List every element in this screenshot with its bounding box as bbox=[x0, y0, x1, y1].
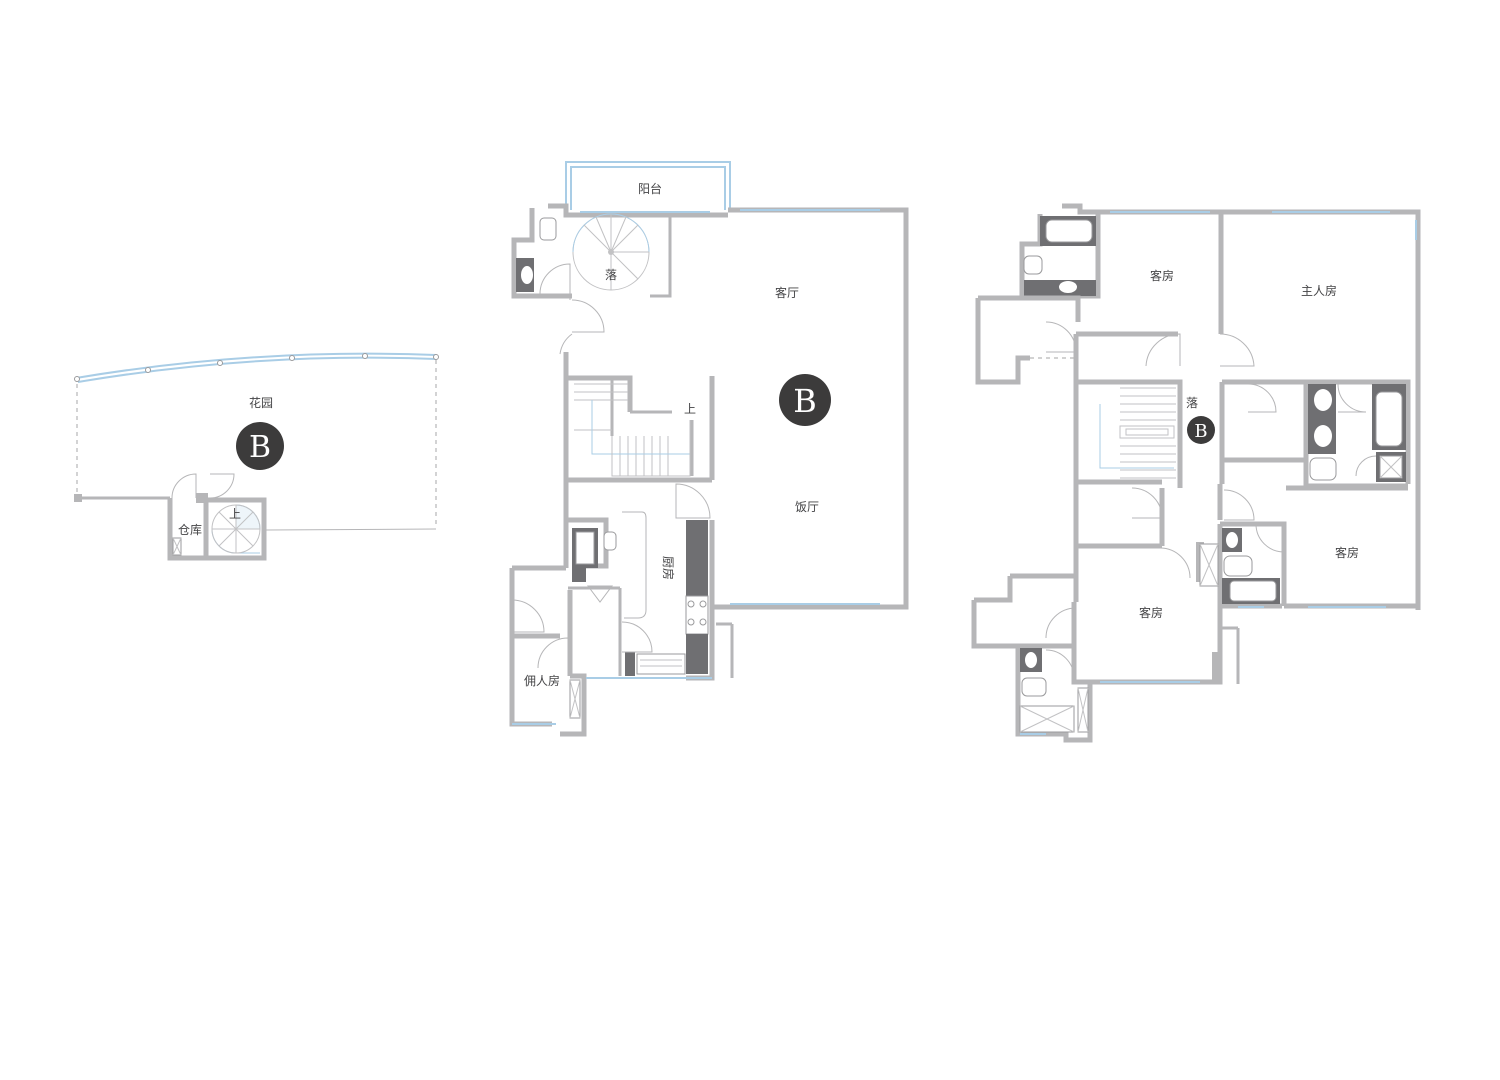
garden-spiral-stair bbox=[211, 504, 261, 554]
main-straight-stair bbox=[566, 375, 715, 483]
upper-down-label: 落 bbox=[1186, 396, 1198, 410]
toilet bbox=[539, 217, 557, 241]
dining-room-label: 饭厅 bbox=[795, 500, 819, 514]
main-wc-walls bbox=[511, 208, 572, 299]
garden-level-badge: B bbox=[236, 422, 284, 470]
upper-straight-stair bbox=[1073, 379, 1183, 602]
garden-railing bbox=[75, 352, 437, 379]
upper-level-badge: B bbox=[1187, 416, 1215, 444]
guest-room-bottom-label: 客房 bbox=[1139, 605, 1163, 620]
svg-text:B: B bbox=[793, 382, 817, 420]
upper-level-plan: 客房 主人房 落 客房 客房 B bbox=[971, 203, 1421, 743]
guest-room-top-label: 客房 bbox=[1150, 268, 1174, 283]
svg-text:B: B bbox=[249, 430, 271, 465]
garden-label: 花园 bbox=[249, 395, 273, 410]
maid-room-walls bbox=[509, 565, 566, 727]
storage-label: 仓库 bbox=[178, 522, 202, 537]
kitchen-label: 厨房 bbox=[661, 556, 676, 580]
kitchen-counter-dark bbox=[686, 520, 708, 596]
master-bathtub bbox=[1375, 391, 1403, 447]
garden-level-plan: 花园 仓库 上 B bbox=[74, 352, 439, 561]
living-room-label: 客厅 bbox=[775, 285, 799, 300]
balcony-label: 阳台 bbox=[638, 181, 662, 196]
main-level-badge: B bbox=[779, 374, 831, 426]
kitchen-sink bbox=[636, 653, 686, 675]
main-level-plan: 阳台 落 客厅 上 饭厅 厨房 佣人房 B bbox=[509, 161, 909, 737]
main-up-label: 上 bbox=[684, 402, 696, 416]
main-spiral-stair bbox=[572, 213, 672, 298]
guest-room-right-label: 客房 bbox=[1335, 545, 1359, 560]
svg-text:B: B bbox=[1194, 421, 1207, 442]
master-room-label: 主人房 bbox=[1301, 283, 1337, 298]
balcony-railing bbox=[565, 161, 731, 210]
upper-outer-wall bbox=[1062, 203, 1421, 610]
upper-bathtub-1 bbox=[1045, 219, 1093, 243]
garden-stair-walls bbox=[206, 497, 267, 561]
storage-room-walls bbox=[167, 498, 209, 561]
main-down-label: 落 bbox=[605, 268, 617, 282]
master-bath-walls bbox=[1219, 379, 1411, 489]
main-entry-door bbox=[569, 296, 605, 333]
kitchen-island bbox=[622, 511, 647, 619]
bathtub bbox=[575, 531, 595, 565]
maid-room-label: 佣人房 bbox=[524, 673, 560, 688]
garden-up-label: 上 bbox=[229, 507, 241, 521]
